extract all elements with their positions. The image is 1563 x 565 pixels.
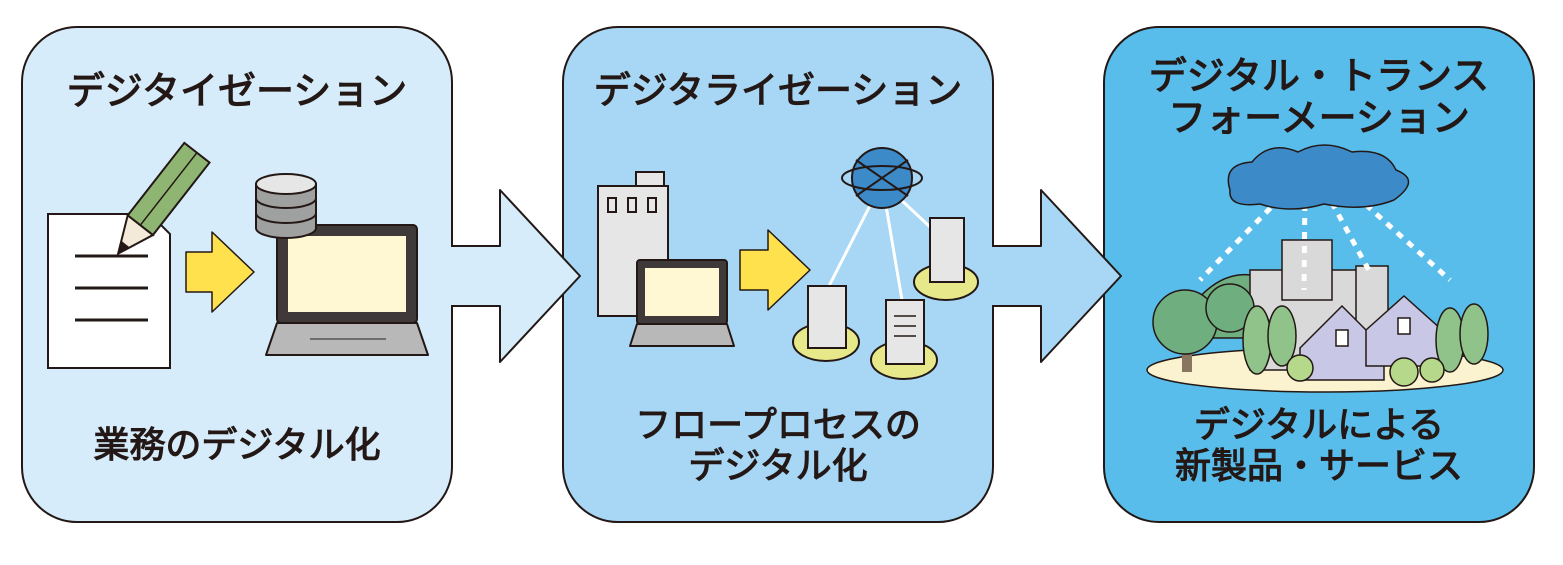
panel-1-title: デジタイゼーション [66, 69, 408, 113]
yellow-arrow-icon [185, 231, 255, 313]
panel-1-caption: 業務のデジタル化 [93, 425, 381, 466]
city-icon [1146, 184, 1504, 393]
document-icon [47, 213, 171, 369]
pencil-icon [116, 141, 211, 256]
panel-3-title: デジタル・トランス フォーメーション [1148, 54, 1490, 140]
big-arrow-1 [450, 189, 581, 363]
panel-2-caption: フロープロセスの デジタル化 [635, 405, 921, 488]
cloud-icon [1227, 144, 1410, 210]
panel-2-title: デジタライゼーション [593, 69, 963, 112]
yellow-arrow-icon-2 [739, 229, 811, 311]
panel-3-caption: デジタルによる 新製品・サービス [1174, 405, 1463, 488]
globe-network-icon [792, 147, 979, 380]
database-icon [255, 173, 317, 239]
laptop-small-icon [629, 259, 735, 347]
laptop-icon [265, 224, 429, 356]
big-arrow-2 [991, 189, 1122, 363]
